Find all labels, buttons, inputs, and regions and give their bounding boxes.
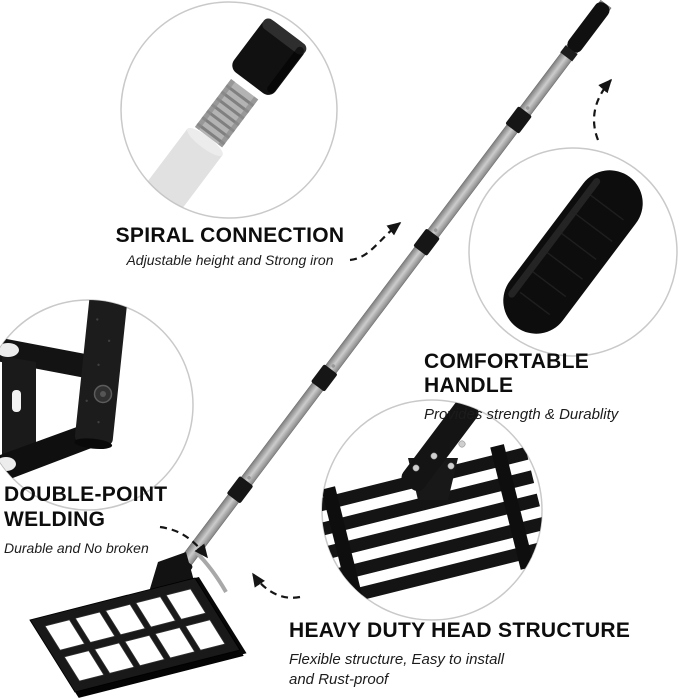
- head-subtitle-line1: Flexible structure, Easy to install: [289, 651, 505, 668]
- bracket-hole: [0, 343, 19, 357]
- head-arrow-icon: [252, 572, 301, 599]
- head-callout-text: HEAVY DUTY HEAD STRUCTURE Flexible struc…: [289, 619, 669, 690]
- handle-detail: [503, 170, 643, 334]
- pole-grip-end: [567, 2, 610, 53]
- spiral-detail: [146, 18, 307, 210]
- welding-subtitle: Durable and No broken: [4, 540, 149, 556]
- welding-title-line1: DOUBLE-POINT: [4, 483, 168, 506]
- bracket-slot: [12, 390, 21, 412]
- handle-callout-text: COMFORTABLE HANDLE Provides strength & D…: [424, 350, 679, 423]
- welding-callout-text: DOUBLE-POINT WELDING Durable and No brok…: [4, 482, 204, 556]
- handle-arrow-icon: [592, 78, 613, 141]
- handle-foam: [503, 170, 643, 334]
- handle-title: COMFORTABLE HANDLE: [424, 350, 590, 397]
- pole-collar: [560, 45, 578, 62]
- head-grid-holes: [44, 588, 226, 682]
- head-title: HEAVY DUTY HEAD STRUCTURE: [289, 619, 631, 642]
- welding-arrow-icon: [159, 525, 208, 559]
- weld-bolt-center: [100, 391, 106, 397]
- spiral-callout-text: SPIRAL CONNECTION Adjustable height and …: [70, 224, 390, 268]
- spiral-threads: [194, 79, 259, 148]
- welding-title-line2: WELDING: [4, 508, 106, 531]
- spiral-sleeve: [146, 127, 223, 210]
- spiral-arrow-icon: [349, 222, 402, 262]
- pole-joints: [227, 106, 532, 503]
- head-subtitle-line2: and Rust-proof: [289, 671, 389, 688]
- head-detail-slats: [322, 444, 542, 612]
- foam-texture: [519, 194, 624, 316]
- spiral-title: SPIRAL CONNECTION: [115, 224, 345, 247]
- head-detail-bolts: [412, 440, 466, 472]
- spiral-subtitle: Adjustable height and Strong iron: [126, 252, 334, 268]
- welding-detail: [0, 300, 128, 492]
- leveler-head: [29, 577, 247, 698]
- handle-subtitle: Provides strength & Durablity: [424, 406, 619, 423]
- spiral-cap: [232, 18, 307, 95]
- welding-pole: [74, 300, 128, 450]
- head-detail-pole-stub: [401, 400, 479, 492]
- head-structure-detail: [322, 400, 542, 612]
